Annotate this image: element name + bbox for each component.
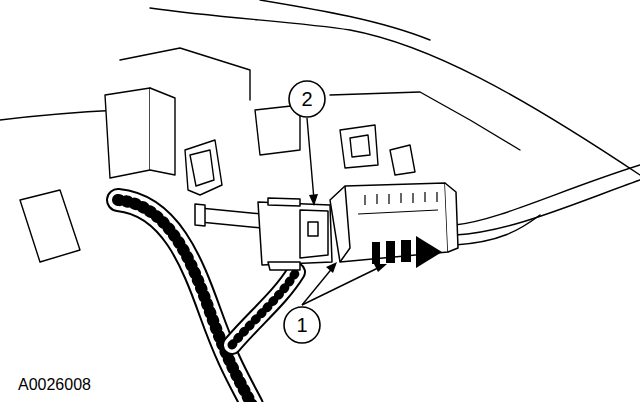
bracket xyxy=(190,150,214,186)
electrical-connector xyxy=(445,183,458,252)
callout-number: 2 xyxy=(293,89,321,109)
bracket xyxy=(390,145,415,175)
connector-ribs xyxy=(365,192,437,205)
wiring-harness xyxy=(118,200,252,402)
wiring-harness xyxy=(118,200,252,402)
locking-tab xyxy=(308,222,318,236)
panel-edge xyxy=(20,190,80,262)
switch-body xyxy=(268,262,300,270)
switch-plunger xyxy=(200,208,262,228)
panel-edge xyxy=(260,0,430,40)
switch-body xyxy=(258,202,332,265)
bracket xyxy=(105,88,150,178)
wire xyxy=(455,180,640,235)
direction-arrow xyxy=(386,241,395,263)
callout-number: 1 xyxy=(288,315,316,335)
wiring-harness xyxy=(118,200,252,402)
bracket xyxy=(185,140,222,195)
callout-circle xyxy=(284,307,320,343)
leader-line xyxy=(302,266,382,305)
direction-arrow xyxy=(401,240,411,262)
switch-plunger xyxy=(195,204,205,226)
switch-body xyxy=(268,198,300,206)
panel-edge xyxy=(0,110,120,120)
direction-arrow xyxy=(372,242,380,264)
bracket xyxy=(150,88,175,175)
leader-arrowhead xyxy=(309,194,318,206)
switch-body xyxy=(300,210,328,258)
leader-arrowhead xyxy=(326,262,337,273)
electrical-connector xyxy=(340,186,350,262)
wire xyxy=(455,165,640,225)
wire xyxy=(455,215,540,245)
callout-circle xyxy=(289,81,325,117)
leader-line xyxy=(307,118,314,200)
panel-edge xyxy=(150,8,640,175)
bracket xyxy=(255,105,300,155)
bracket xyxy=(340,125,378,168)
figure-id: A0026008 xyxy=(18,377,91,393)
bracket xyxy=(350,135,370,157)
direction-arrow xyxy=(416,236,442,268)
leader-arrowhead xyxy=(374,264,387,272)
connector-ribs xyxy=(358,210,438,214)
leader-line xyxy=(302,266,334,305)
